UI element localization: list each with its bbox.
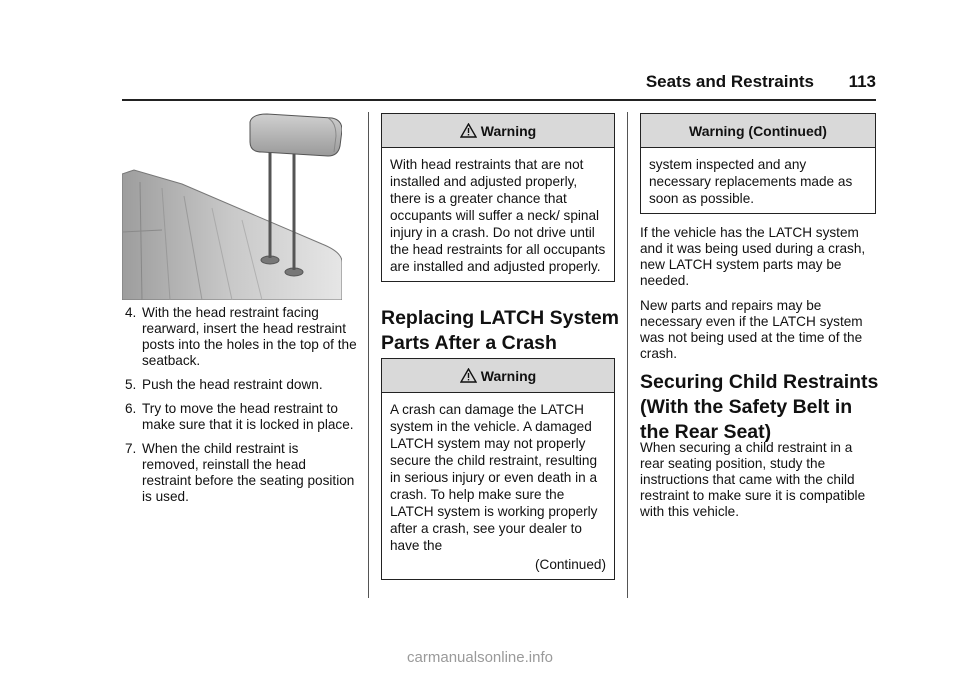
- section-heading-latch: Replacing LATCH System Parts After a Cra…: [381, 307, 620, 354]
- paragraph: New parts and repairs may be necessary e…: [640, 298, 863, 361]
- warning-box-continued: Warning (Continued) system inspected and…: [640, 113, 876, 214]
- list-item: 4.With the head restraint facing rearwar…: [125, 305, 357, 368]
- section-heading-child-restraints: Securing Child Restraints (With the Safe…: [640, 371, 879, 443]
- page-number: 113: [848, 72, 876, 91]
- head-restraint-illustration: [121, 112, 343, 301]
- list-item: 7.When the child restraint is removed, r…: [125, 441, 355, 504]
- warning-triangle-icon: [459, 368, 477, 383]
- warning-body: With head restraints that are not instal…: [390, 157, 606, 274]
- warning-box-head-restraint: Warning With head restraints that are no…: [381, 113, 615, 282]
- continued-label: (Continued): [534, 557, 606, 572]
- warning-title: Warning: [480, 367, 537, 384]
- list-item: 6.Try to move the head restraint to make…: [125, 401, 354, 432]
- watermark-text: carmanualsonline.info: [407, 649, 553, 666]
- warning-title: Warning: [480, 122, 537, 139]
- section-title: Seats and Restraints: [645, 72, 814, 91]
- latch-paragraphs: If the vehicle has the LATCH system and …: [640, 225, 876, 371]
- warning-header: Warning (Continued): [641, 114, 875, 148]
- column-divider-1: [368, 112, 369, 598]
- warning-body: A crash can damage the LATCH system in t…: [390, 402, 598, 553]
- step-list: 4.With the head restraint facing rearwar…: [122, 305, 358, 505]
- header-rule: [122, 99, 876, 101]
- paragraph: When securing a child restraint in a rea…: [640, 440, 866, 519]
- warning-header: Warning: [382, 114, 614, 148]
- warning-body: system inspected and any necessary repla…: [649, 157, 853, 206]
- paragraph: If the vehicle has the LATCH system and …: [640, 225, 866, 288]
- column-divider-2: [627, 112, 628, 598]
- list-item: 5.Push the head restraint down.: [125, 377, 323, 392]
- step-list-column: 4.With the head restraint facing rearwar…: [122, 305, 358, 513]
- child-restraint-paragraph-block: When securing a child restraint in a rea…: [640, 440, 876, 529]
- page-header: Seats and Restraints 113: [600, 72, 876, 94]
- warning-header: Warning: [382, 359, 614, 393]
- warning-triangle-icon: [459, 123, 477, 138]
- warning-box-latch: Warning A crash can damage the LATCH sys…: [381, 358, 615, 580]
